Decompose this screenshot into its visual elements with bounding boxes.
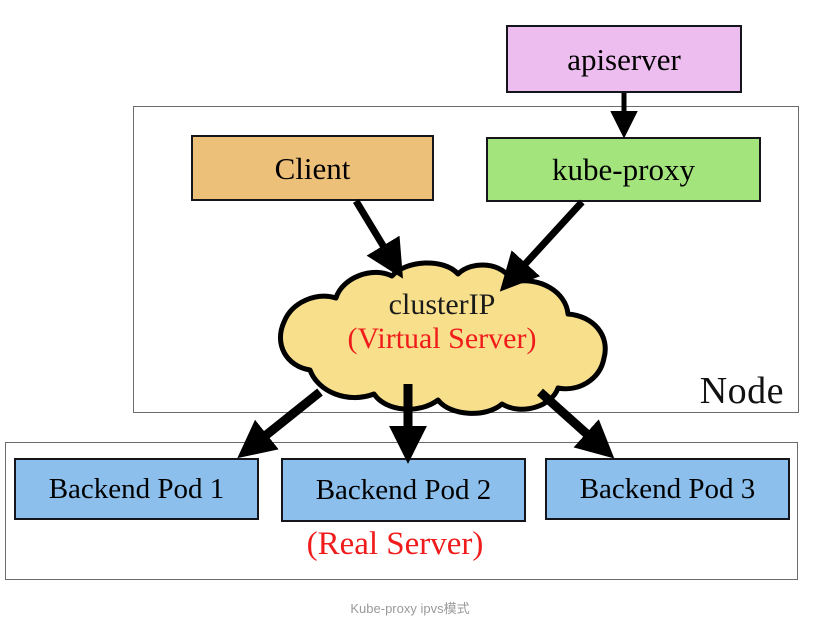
real-server-label: (Real Server) — [306, 526, 484, 562]
backend-pod-1-box[interactable]: Backend Pod 1 — [14, 458, 259, 520]
figure-caption: Kube-proxy ipvs模式 — [350, 601, 470, 616]
kube-proxy-box[interactable]: kube-proxy — [486, 137, 761, 202]
apiserver-box[interactable]: apiserver — [506, 25, 742, 93]
backend-pod-2-label: Backend Pod 2 — [315, 473, 492, 506]
backend-pod-3-label: Backend Pod 3 — [579, 472, 756, 505]
client-box[interactable]: Client — [191, 135, 434, 201]
backend-pod-2-box[interactable]: Backend Pod 2 — [281, 458, 526, 522]
apiserver-label: apiserver — [567, 41, 681, 77]
node-container-label: Node — [699, 370, 784, 412]
backend-pod-3-box[interactable]: Backend Pod 3 — [545, 458, 790, 520]
backend-pod-1-label: Backend Pod 1 — [48, 472, 225, 505]
kube-proxy-label: kube-proxy — [552, 152, 695, 187]
cloud-shape-icon — [277, 260, 608, 416]
client-label: Client — [274, 150, 351, 186]
clusterip-cloud[interactable]: clusterIP (Virtual Server) — [272, 258, 612, 418]
